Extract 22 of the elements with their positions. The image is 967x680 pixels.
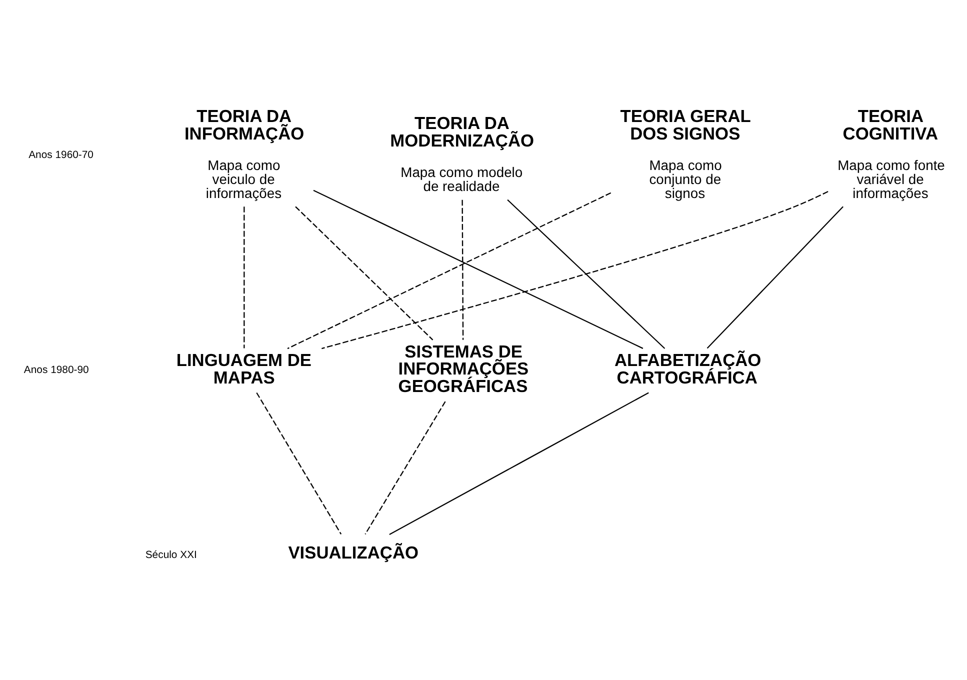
connector (313, 189, 644, 348)
node-text: TEORIA DA INFORMAÇÃO Mapa como veiculo de informações (184, 106, 304, 201)
node-text: VISUALIZAÇÃO (288, 542, 419, 562)
node-text: ALFABETIZAÇÃO CARTOGRÁFICA (614, 350, 762, 387)
node-text: TEORIA DA MODERNIZAÇÃO Mapa como modelo de realidade (390, 112, 534, 194)
node-text: LINGUAGEM DE MAPAS (176, 350, 312, 387)
connector (256, 392, 342, 534)
connector (364, 400, 446, 534)
connector (244, 206, 245, 348)
connector (287, 192, 612, 349)
label: Anos 1980-90 (24, 364, 89, 376)
node-text: TEORIA GERAL DOS SIGNOS Mapa como conjunto de signos (620, 106, 751, 201)
label: Século XXI (145, 550, 197, 561)
connector (507, 198, 666, 348)
label: Anos 1960-70 (28, 150, 94, 161)
connector (295, 206, 434, 340)
node-text: TEORIA COGNITIVA Mapa como fonte variável de informações (838, 106, 945, 201)
connector (389, 392, 649, 534)
connector (462, 199, 464, 340)
connector (706, 206, 844, 348)
connector (322, 190, 828, 349)
node-text: SISTEMAS DE INFORMAÇÕES GEOGRÁFICAS (398, 340, 529, 396)
